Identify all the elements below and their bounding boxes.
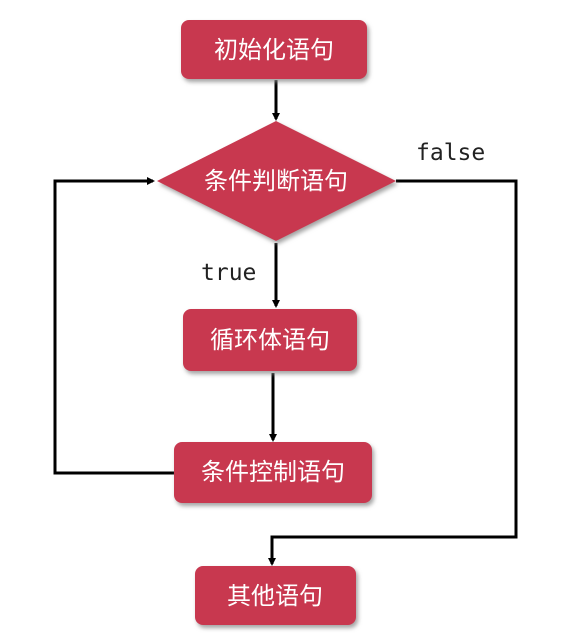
node-condition-diamond xyxy=(157,121,396,241)
edge-control-loop-back xyxy=(53,177,176,475)
node-condition: 条件判断语句 xyxy=(157,121,396,241)
node-other: 其他语句 xyxy=(195,566,356,625)
node-condition-label: 条件判断语句 xyxy=(204,167,348,195)
node-body-box xyxy=(183,309,357,371)
node-init-label: 初始化语句 xyxy=(214,36,334,64)
edge-label-true: true xyxy=(201,260,256,286)
node-init: 初始化语句 xyxy=(181,20,367,79)
node-control: 条件控制语句 xyxy=(174,442,372,503)
node-body: 循环体语句 xyxy=(183,309,357,371)
node-init-box xyxy=(181,20,367,79)
node-other-box xyxy=(195,566,356,625)
node-control-box xyxy=(174,442,372,503)
node-other-label: 其他语句 xyxy=(227,582,323,610)
edge-label-false: false xyxy=(416,140,485,166)
edges xyxy=(53,80,518,566)
node-body-label: 循环体语句 xyxy=(210,326,330,354)
edge-condition-to-other xyxy=(268,179,518,566)
node-control-label: 条件控制语句 xyxy=(201,458,345,486)
